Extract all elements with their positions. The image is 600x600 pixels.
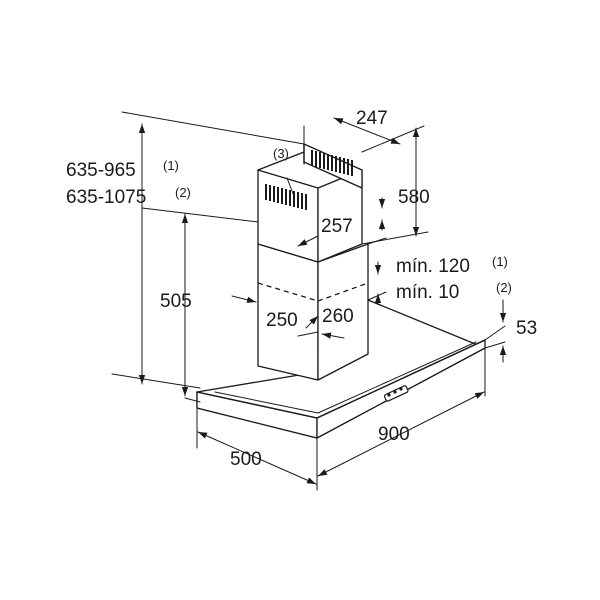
upper-chimney: [257, 143, 363, 263]
upper-height-label: 580: [398, 187, 430, 208]
hood-height-label: 505: [160, 291, 192, 312]
vent-grille-right: [311, 150, 353, 176]
total-height-label-2: 635-1075: [66, 187, 146, 208]
total-height-note-1: (1): [163, 158, 179, 173]
total-height-label-1: 635-965: [66, 160, 136, 181]
panel-thickness-label: 53: [516, 318, 537, 339]
dim-lower-width-arrow: [231, 295, 257, 303]
lower-chimney: [257, 243, 369, 381]
lower-chimney-width-label: 250: [266, 310, 298, 331]
dim-lower-depth-leader: [297, 331, 319, 337]
hood-width-label: 900: [378, 424, 410, 445]
lower-chimney-side: [317, 243, 369, 381]
dim-depth-pointer: [297, 235, 319, 247]
vent-grille-left: [265, 184, 307, 210]
min-clearance-note-2: (2): [496, 280, 512, 295]
dim-lower-depth-arrow-a: [305, 315, 319, 329]
min-clearance-note-1: (1): [492, 254, 508, 269]
chimney-depth-label: 257: [321, 216, 353, 237]
dimension-labels: 635-965 (1) 635-1075 (2) 505 247 580 257…: [66, 108, 537, 470]
dim-hood-depth: [197, 431, 317, 485]
min-clearance-label-2: mín. 10: [396, 282, 459, 303]
vent-note-label: (3): [273, 146, 289, 161]
telescopic-joint-line: [257, 282, 319, 302]
canopy-inner-edge: [214, 391, 319, 414]
vent-leader: [286, 177, 295, 197]
min-clearance-label-1: mín. 120: [396, 256, 470, 277]
dim-hood-width: [317, 391, 485, 477]
chimney-top-edge: [257, 151, 305, 171]
canopy-edge: [196, 391, 318, 419]
dimension-lines: [138, 117, 507, 485]
dim-chimney-width: [333, 117, 401, 145]
hood-depth-label: 500: [230, 449, 262, 470]
chimney-width-label: 247: [356, 108, 388, 129]
dim-lower-depth-arrow-b: [321, 332, 345, 339]
total-height-note-2: (2): [175, 185, 191, 200]
lower-chimney-depth-label: 260: [322, 306, 354, 327]
